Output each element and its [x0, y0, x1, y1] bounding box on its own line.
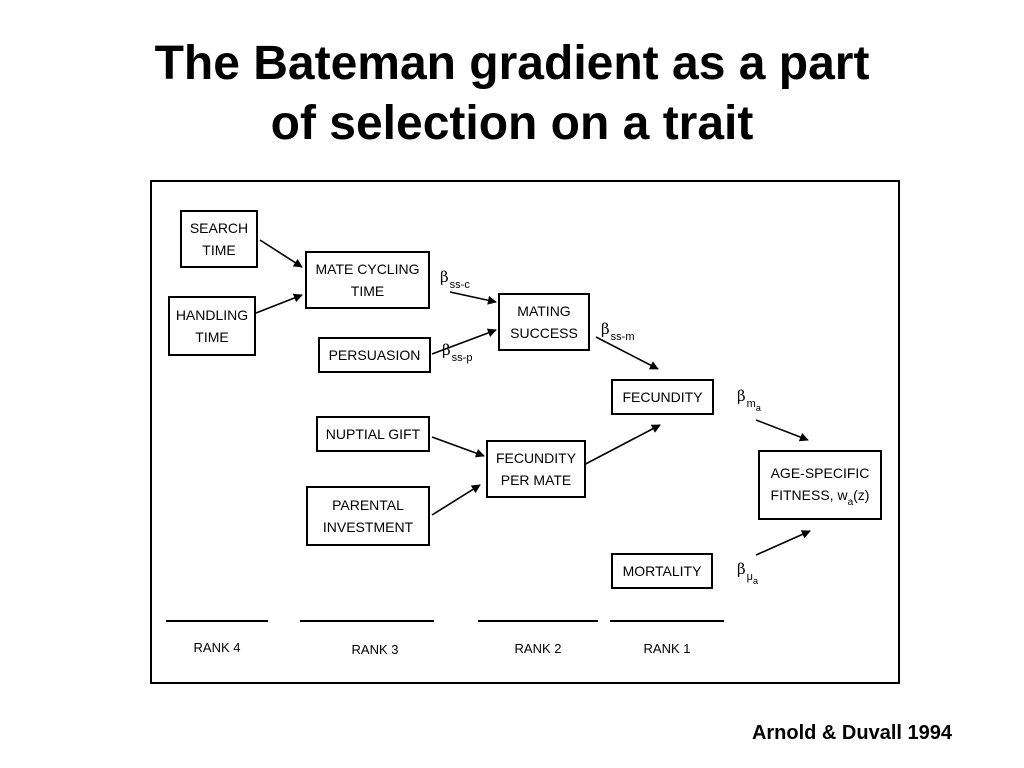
node-label: PERSUASION [328, 347, 421, 363]
beta-subscript: ss-m [610, 331, 635, 343]
arrow-mate-cycling-to-mating-success [449, 291, 497, 305]
arrow-mating-success-to-fecundity [595, 336, 659, 370]
node-label: NUPTIAL GIFT [325, 426, 421, 442]
fitness-subscript: a [847, 496, 854, 508]
gradient-label-ss-p: βss-p [442, 341, 472, 364]
mortality-node: MORTALITY [611, 553, 713, 589]
beta-symbol: β [737, 387, 746, 405]
slide-title: The Bateman gradient as a part of select… [0, 34, 1024, 154]
gradient-label-ss-c: βss-c [440, 268, 470, 291]
age-specific-fitness-node: AGE-SPECIFIC FITNESS, wa(z) [758, 450, 882, 520]
rank-1-label: RANK 1 [643, 641, 691, 656]
handling-time-node: HANDLING TIME [168, 296, 256, 356]
node-label: PARENTAL [332, 497, 404, 513]
beta-subscript: μ [746, 571, 754, 583]
arrow-nuptial-gift-to-fecundity-per-mate [431, 436, 485, 458]
rank-2-label: RANK 2 [514, 641, 562, 656]
node-label: FECUNDITY [622, 389, 703, 405]
fitness-suffix: (z) [853, 486, 870, 503]
beta-subscript: ss-p [451, 352, 473, 364]
parental-investment-node: PARENTAL INVESTMENT [306, 486, 430, 546]
node-label: TIME [202, 242, 236, 258]
fitness-prefix: FITNESS, w [770, 486, 848, 503]
rank-4-label: RANK 4 [193, 640, 241, 655]
gradient-label-mu-a: βμa [737, 560, 758, 586]
beta-symbol: β [737, 560, 746, 578]
beta-symbol: β [440, 268, 449, 286]
persuasion-node: PERSUASION [318, 337, 431, 373]
beta-symbol: β [442, 341, 451, 359]
title-line-2: of selection on a trait [270, 97, 754, 150]
node-label: INVESTMENT [322, 519, 414, 535]
arrow-parental-to-fecundity-per-mate [431, 484, 481, 516]
node-label-fitness: FITNESS, wa(z) [771, 484, 870, 509]
node-label: TIME [195, 329, 229, 345]
beta-subsubscript: a [753, 576, 759, 586]
citation: Arnold & Duvall 1994 [751, 722, 952, 744]
arrow-fecundity-to-fitness [755, 419, 809, 442]
node-label: AGE-SPECIFIC [770, 464, 870, 481]
node-label: HANDLING [175, 307, 249, 323]
node-label: TIME [350, 283, 385, 299]
rank-3-label: RANK 3 [351, 642, 399, 657]
rank-2-line [478, 620, 598, 622]
nuptial-gift-node: NUPTIAL GIFT [316, 416, 430, 452]
mate-cycling-time-node: MATE CYCLING TIME [305, 251, 430, 309]
fecundity-per-mate-node: FECUNDITY PER MATE [486, 440, 586, 498]
node-label: SUCCESS [510, 325, 578, 341]
title-line-1: The Bateman gradient as a part [154, 37, 870, 90]
gradient-label-ss-m: βss-m [601, 320, 635, 343]
gradient-label-m-a: βma [737, 387, 761, 413]
node-label: MORTALITY [622, 563, 702, 579]
search-time-node: SEARCH TIME [180, 210, 258, 268]
beta-symbol: β [601, 320, 610, 338]
node-label: SEARCH [189, 220, 249, 236]
fecundity-node: FECUNDITY [611, 379, 714, 415]
rank-4-line [166, 620, 268, 622]
arrow-search-to-mate-cycling [259, 239, 303, 268]
node-label: MATING [517, 303, 571, 319]
node-label: MATE CYCLING [315, 261, 420, 277]
mating-success-node: MATING SUCCESS [498, 293, 590, 351]
beta-subscript: m [746, 398, 756, 410]
beta-subsubscript: a [755, 403, 761, 413]
node-label: FECUNDITY [495, 450, 577, 466]
beta-subscript: ss-c [449, 279, 470, 291]
path-diagram: SEARCH TIME HANDLING TIME MATE CYCLING T… [150, 180, 900, 684]
rank-3-line [300, 620, 434, 622]
rank-1-line [610, 620, 724, 622]
arrow-fecundity-per-mate-to-fecundity [575, 424, 661, 470]
arrow-persuasion-to-mating-success [431, 328, 497, 355]
node-label: PER MATE [500, 472, 572, 488]
arrow-handling-to-mate-cycling [255, 293, 303, 314]
connector-arrows [255, 239, 811, 556]
arrow-mortality-to-fitness [755, 530, 811, 556]
